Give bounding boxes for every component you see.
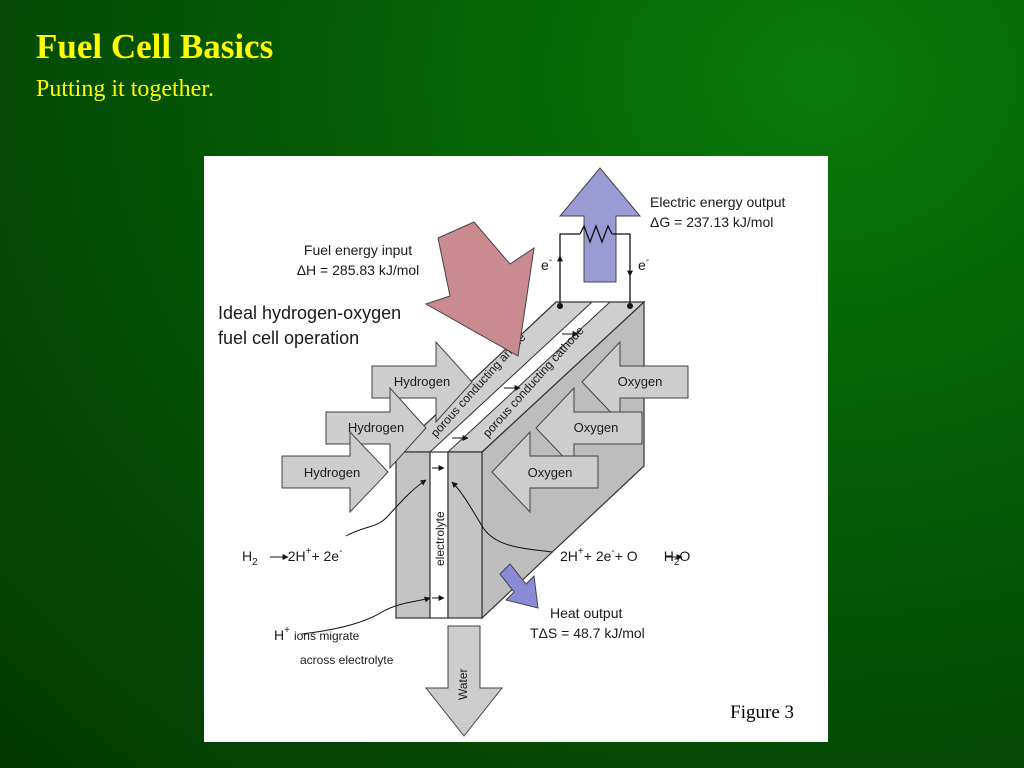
oxygen-label-middle: Oxygen xyxy=(574,420,619,435)
anode-front-face xyxy=(395,451,431,619)
oxygen-label-bottom: Oxygen xyxy=(528,465,573,480)
cathode-terminal xyxy=(627,303,633,309)
hydrogen-arrow-middle: Hydrogen xyxy=(325,386,427,470)
slide-title: Fuel Cell Basics xyxy=(36,27,274,66)
hydrogen-arrow-top: Hydrogen xyxy=(371,340,473,424)
ion-migration-label-line2: across electrolyte xyxy=(300,653,394,667)
external-circuit xyxy=(559,224,631,304)
diagram-heading-line1: Ideal hydrogen-oxygen xyxy=(218,303,401,323)
fuel-energy-input-value: ΔH = 285.83 kJ/mol xyxy=(297,262,420,278)
electric-energy-output-arrow xyxy=(558,167,642,283)
oxygen-arrow-middle: Oxygen xyxy=(535,386,643,470)
heat-output-value: TΔS = 48.7 kJ/mol xyxy=(530,625,645,641)
fuel-energy-input-label: Fuel energy input xyxy=(304,242,412,258)
heat-output-arrow xyxy=(499,563,539,609)
water-label: Water xyxy=(456,668,470,700)
anode-reaction-pointer xyxy=(345,479,427,537)
anode-terminal xyxy=(557,303,563,309)
ion-migration-pointer xyxy=(301,596,431,635)
figure-panel: Hydrogen Hydrogen Hydrogen Oxygen Oxygen… xyxy=(204,156,828,742)
oxygen-label-top: Oxygen xyxy=(618,374,663,389)
electron-label-left: e- xyxy=(541,255,552,273)
electron-label-right: e- xyxy=(638,255,649,273)
figure-caption: Figure 3 xyxy=(730,702,794,723)
oxygen-arrow-bottom: Oxygen xyxy=(491,430,599,514)
hydrogen-label-top: Hydrogen xyxy=(394,374,450,389)
electrolyte-label: electrolyte xyxy=(433,511,447,566)
hydrogen-arrow-bottom: Hydrogen xyxy=(281,430,389,514)
cathode-front-face xyxy=(447,451,483,619)
hydrogen-label-bottom: Hydrogen xyxy=(304,465,360,480)
fuel-cell-diagram: Hydrogen Hydrogen Hydrogen Oxygen Oxygen… xyxy=(218,167,786,737)
slide-subtitle: Putting it together. xyxy=(36,76,214,102)
fuel-energy-input-arrow xyxy=(424,221,535,357)
heat-output-label: Heat output xyxy=(550,605,622,621)
diagram-heading-line2: fuel cell operation xyxy=(218,328,359,348)
electric-energy-output-label: Electric energy output xyxy=(650,194,786,210)
electric-energy-output-value: ΔG = 237.13 kJ/mol xyxy=(650,214,773,230)
water-outlet-arrow xyxy=(424,625,504,737)
oxygen-arrow-top: Oxygen xyxy=(581,340,689,424)
ion-migration-label: H+ions migrate xyxy=(274,625,360,643)
hydrogen-label-middle: Hydrogen xyxy=(348,420,404,435)
cathode-reaction-pointer xyxy=(451,481,553,553)
